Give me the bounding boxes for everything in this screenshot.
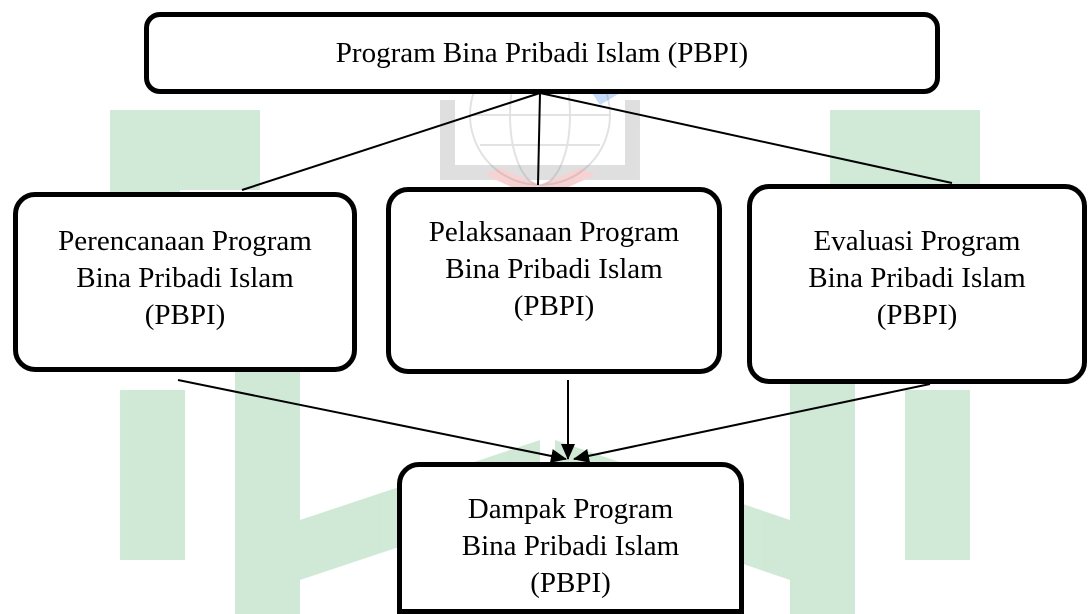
evaluation-box: Evaluasi Program Bina Pribadi Islam (PBP… [747,184,1087,384]
connector-top-to-evaluation [539,92,953,184]
evaluation-line-3: (PBPI) [876,299,958,331]
execution-line-1: Pelaksanaan Program [428,216,680,248]
planning-line-1: Perencanaan Program [58,225,312,257]
evaluation-line-1: Evaluasi Program [813,225,1021,257]
evaluation-line-2: Bina Pribadi Islam [808,262,1026,294]
connector-top-to-execution [537,92,541,186]
connector-top-to-planning [241,92,541,191]
execution-box: Pelaksanaan Program Bina Pribadi Islam (… [386,187,722,374]
program-title: Program Bina Pribadi Islam (PBPI) [335,36,749,69]
planning-line-2: Bina Pribadi Islam [76,262,294,294]
arrow-planning-to-impact [177,379,567,463]
planning-box: Perencanaan Program Bina Pribadi Islam (… [13,192,357,372]
execution-line-3: (PBPI) [513,290,595,322]
impact-box: Dampak Program Bina Pribadi Islam (PBPI) [397,462,744,614]
impact-line-1: Dampak Program [467,493,674,525]
planning-line-3: (PBPI) [144,299,226,331]
impact-line-3: (PBPI) [530,567,611,599]
arrow-evaluation-to-impact [573,383,931,463]
program-box: Program Bina Pribadi Islam (PBPI) [144,12,940,94]
impact-line-2: Bina Pribadi Islam [461,530,680,562]
execution-line-2: Bina Pribadi Islam [445,253,663,285]
